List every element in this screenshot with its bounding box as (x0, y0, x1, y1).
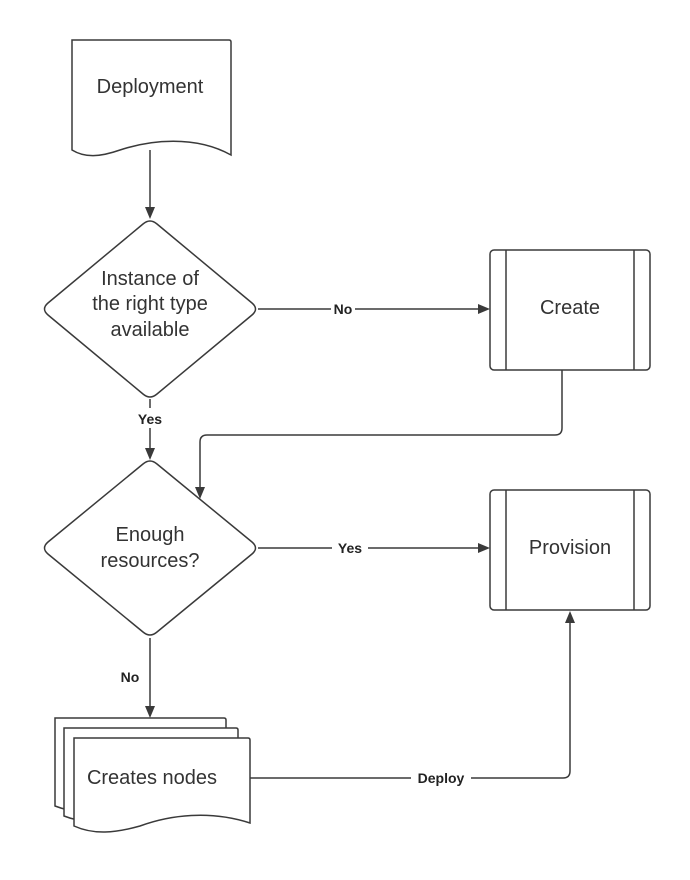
edge-creates-nodes-to-provision: Deploy (250, 611, 575, 787)
edge-instance-no-to-create: No (258, 300, 490, 318)
node-resources-check[interactable]: Enough resources? (43, 460, 257, 636)
edge-label-instance-no: No (334, 301, 353, 317)
edge-create-to-resources (195, 370, 563, 499)
edge-label-deploy: Deploy (418, 770, 465, 786)
node-creates-nodes[interactable]: Creates nodes (54, 717, 251, 833)
node-instance-check-line-2: the right type (92, 293, 208, 315)
node-deployment[interactable]: Deployment (71, 39, 232, 157)
node-create[interactable]: Create (489, 249, 651, 371)
edge-label-instance-yes: Yes (138, 411, 162, 427)
node-instance-check[interactable]: Instance of the right type available (43, 220, 257, 398)
node-instance-check-line-3: available (111, 319, 190, 341)
edge-label-resources-no: No (121, 669, 140, 685)
node-resources-check-line-1: Enough (116, 524, 185, 546)
node-deployment-label: Deployment (97, 76, 204, 98)
node-creates-nodes-label: Creates nodes (87, 767, 217, 789)
edge-label-resources-yes: Yes (338, 540, 362, 556)
node-resources-check-line-2: resources? (101, 550, 200, 572)
edge-deployment-to-instance-check (145, 150, 155, 219)
edge-resources-no-to-creates-nodes: No (115, 638, 155, 718)
node-instance-check-line-1: Instance of (101, 268, 199, 290)
edge-instance-yes-to-resources: Yes (131, 399, 169, 460)
node-create-label: Create (540, 297, 600, 319)
edge-resources-yes-to-provision: Yes (258, 539, 490, 557)
node-provision[interactable]: Provision (489, 489, 651, 611)
node-provision-label: Provision (529, 537, 611, 559)
